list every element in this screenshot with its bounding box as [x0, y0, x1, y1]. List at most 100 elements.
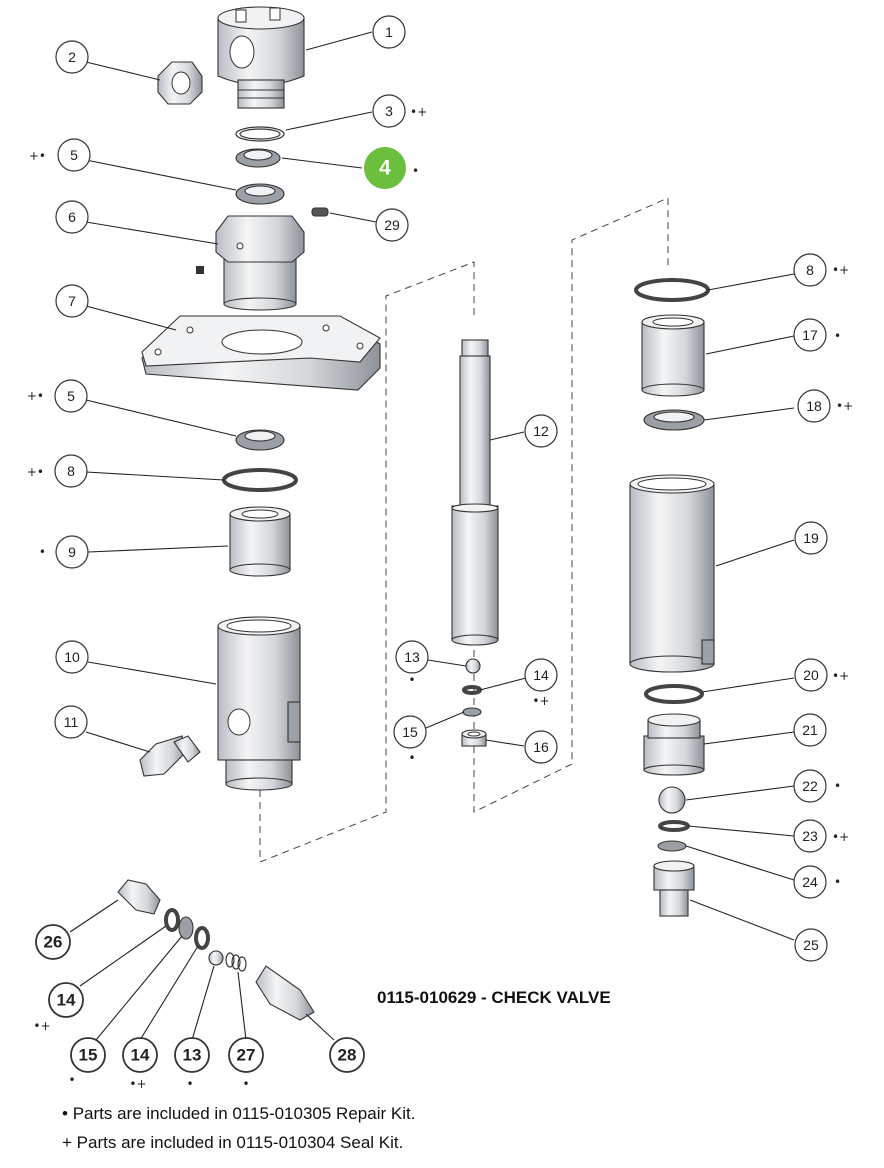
kit-marker: +•: [29, 149, 46, 163]
callout-20: 20•+: [794, 658, 849, 692]
part-13-ball-center: [465, 658, 481, 674]
callout-circle: [393, 715, 427, 749]
callout-28: 28: [329, 1037, 365, 1073]
callout-circle: [55, 40, 89, 74]
part-16-bushing-center: [461, 729, 487, 747]
callout-circle: [793, 865, 827, 899]
callout-number: 28: [338, 1046, 357, 1065]
callout-circle: [793, 318, 827, 352]
callout-15: 15•: [68, 1037, 106, 1087]
callout-number: 14: [131, 1046, 150, 1065]
callout-8: 8+•: [27, 454, 88, 488]
callout-number: 24: [802, 874, 818, 890]
kit-marker: •+: [129, 1077, 146, 1091]
callout-number: 18: [806, 398, 822, 414]
callout-circle: [55, 640, 89, 674]
callout-number: 9: [68, 544, 76, 560]
callout-number: 16: [533, 739, 549, 755]
callout-circle: [55, 535, 89, 569]
note-repair-kit: • Parts are included in 0115-010305 Repa…: [62, 1104, 415, 1124]
kit-marker: •: [412, 164, 419, 178]
callout-circle: [54, 454, 88, 488]
callout-number: 27: [237, 1046, 256, 1065]
callout-3: 3 •+: [372, 94, 427, 128]
callout-circle: [794, 521, 828, 555]
callout-circle: [228, 1037, 264, 1073]
callout-circle: [793, 713, 827, 747]
callout-number: 19: [803, 530, 819, 546]
callout-circle: [794, 658, 828, 692]
kit-marker: •+: [832, 669, 849, 683]
callout-14: 14 •+: [524, 658, 558, 708]
callout-circle: [395, 640, 429, 674]
callout-number: 26: [44, 933, 63, 952]
callout-circle: [524, 658, 558, 692]
callout-6: 6: [55, 200, 89, 234]
callout-29: 29: [375, 208, 409, 242]
callout-number: 23: [802, 828, 818, 844]
callout-15: 15•: [393, 715, 427, 765]
callout-number: 4: [379, 157, 391, 180]
callout-23: 23•+: [793, 819, 849, 853]
callout-number: 7: [68, 293, 76, 309]
part-23-seal-right-lower: [658, 820, 690, 832]
callout-11: 11: [54, 705, 88, 739]
part-17-sleeve: [641, 314, 705, 397]
kit-marker: •: [834, 779, 841, 793]
callout-number: 25: [803, 937, 819, 953]
callout-13: 13•: [174, 1037, 210, 1091]
leader-lines: [69, 31, 795, 1041]
callout-number: 8: [67, 463, 75, 479]
callout-16: 16: [524, 730, 558, 764]
part-21-valve-housing: [643, 713, 705, 776]
callout-circle: [35, 924, 71, 960]
callout-25: 25: [794, 928, 828, 962]
callout-27: 27 •: [228, 1037, 264, 1091]
callout-13: 13•: [395, 640, 429, 687]
part-27-spring: [225, 952, 247, 972]
part-14-seal-center: [462, 685, 482, 695]
callout-number: 13: [404, 649, 420, 665]
kit-marker: •: [242, 1077, 249, 1091]
callout-1: 1: [372, 15, 406, 49]
callout-number: 5: [70, 147, 78, 163]
part-15-washer-center: [462, 707, 482, 717]
callout-5: 5 +•: [29, 138, 91, 172]
callout-8: 8•+: [793, 253, 849, 287]
callout-circle: [70, 1037, 106, 1073]
callout-circle: [55, 284, 89, 318]
callout-circle: [793, 769, 827, 803]
part-4-seal: [235, 148, 281, 168]
part-12-piston-rod: [451, 339, 499, 646]
callout-number: 13: [183, 1046, 202, 1065]
callout-number: 14: [533, 667, 549, 683]
part-7-mounting-plate: [141, 315, 381, 391]
callout-circle: [372, 15, 406, 49]
callout-circle: [797, 389, 831, 423]
callout-number: 6: [68, 209, 76, 225]
callout-number: 3: [385, 103, 393, 119]
callout-7: 7: [55, 284, 89, 318]
kit-marker: •: [834, 875, 841, 889]
callout-2: 2: [55, 40, 89, 74]
callout-circle: [122, 1037, 158, 1073]
kit-marker: •+: [532, 694, 549, 708]
kit-marker: •: [408, 751, 415, 765]
part-6-packing-nut: [196, 215, 305, 311]
callout-22: 22•: [793, 769, 841, 803]
callout-9: 9•: [39, 535, 89, 569]
kit-marker: •+: [410, 105, 427, 119]
callout-number: 11: [64, 714, 79, 730]
part-25-seat: [653, 860, 695, 917]
callout-number: 29: [384, 217, 400, 233]
kit-marker: •+: [33, 1019, 50, 1033]
callout-18: 18 •+: [797, 389, 853, 423]
note-seal-kit: + Parts are included in 0115-010304 Seal…: [62, 1133, 403, 1153]
part-2-nut: [157, 61, 203, 105]
callout-number: 5: [67, 388, 75, 404]
kit-marker: •+: [836, 399, 853, 413]
callout-12: 12: [524, 414, 558, 448]
callout-circle: [174, 1037, 210, 1073]
callout-number: 2: [68, 49, 76, 65]
callout-circle: [372, 94, 406, 128]
